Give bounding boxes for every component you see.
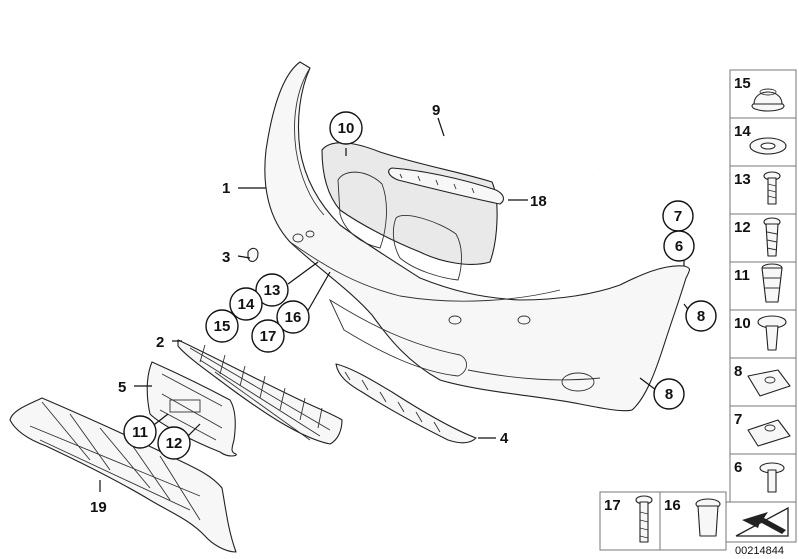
- callout-11: 11: [123, 415, 157, 449]
- svg-text:8: 8: [697, 308, 705, 325]
- long-screw-icon: [635, 495, 653, 543]
- bottom-panel-label: 17: [604, 497, 621, 514]
- callout-5: 5: [118, 379, 126, 396]
- side-panel-label: 15: [734, 75, 751, 92]
- callout-7: 7: [662, 200, 694, 232]
- bottom-panel-label: 16: [664, 497, 681, 514]
- svg-text:17: 17: [260, 328, 277, 345]
- bracket-part: [388, 167, 505, 205]
- svg-text:7: 7: [674, 208, 682, 225]
- grommet-icon: [751, 88, 785, 112]
- callout-12: 12: [157, 426, 191, 460]
- svg-text:13: 13: [264, 282, 281, 299]
- callout-17: 17: [251, 319, 285, 353]
- washer-icon: [749, 137, 787, 155]
- rivet-icon: [757, 315, 787, 351]
- callout-13: 13: [255, 273, 289, 307]
- svg-text:6: 6: [675, 238, 683, 255]
- hardware-bottom-panel: 17 16: [599, 491, 797, 551]
- callout-16: 16: [276, 300, 310, 334]
- bolt-icon: [759, 462, 785, 493]
- screw-icon: [763, 217, 781, 257]
- screw-icon: [763, 171, 781, 205]
- svg-text:8: 8: [665, 386, 673, 403]
- side-panel-label: 10: [734, 315, 751, 332]
- clip-nut-icon: [747, 369, 791, 397]
- clip-nut-icon: [747, 419, 791, 447]
- tow-hook-cover-part: [247, 247, 259, 263]
- callout-8-upper: 8: [685, 300, 717, 332]
- bumper-cover-part: [264, 61, 691, 412]
- callout-6: 6: [663, 230, 695, 262]
- callout-1: 1: [222, 180, 230, 197]
- side-panel-label: 13: [734, 171, 751, 188]
- lower-grille-part: [177, 339, 343, 445]
- callout-9: 9: [432, 102, 440, 119]
- svg-text:10: 10: [338, 120, 355, 137]
- callout-10: 10: [329, 111, 363, 145]
- hardware-side-panel: 15 14 13 12 11 10 8 7 6: [729, 69, 797, 503]
- view-direction-icon: [735, 506, 789, 537]
- side-panel-label: 6: [734, 459, 742, 476]
- callout-8-lower: 8: [653, 378, 685, 410]
- callout-14: 14: [229, 287, 263, 321]
- callout-19: 19: [90, 499, 107, 516]
- svg-text:15: 15: [214, 318, 231, 335]
- side-panel-label: 11: [734, 267, 750, 284]
- sleeve-icon: [695, 498, 721, 537]
- expansion-nut-icon: [761, 263, 783, 303]
- callout-2: 2: [156, 334, 164, 351]
- callout-15: 15: [205, 309, 239, 343]
- seal-strip-part: [315, 7, 601, 169]
- callout-4: 4: [500, 430, 509, 447]
- lower-carrier-part: [9, 397, 237, 553]
- svg-text:16: 16: [285, 309, 302, 326]
- side-panel-label: 7: [734, 411, 742, 428]
- callout-18: 18: [530, 193, 547, 210]
- drawing-reference-number: 00214844: [735, 545, 784, 557]
- callout-3: 3: [222, 249, 230, 266]
- side-panel-label: 12: [734, 219, 751, 236]
- license-plate-bracket-part: [146, 361, 237, 457]
- lower-support-part: [335, 363, 477, 444]
- side-panel-label: 8: [734, 363, 742, 380]
- svg-text:12: 12: [166, 435, 183, 452]
- svg-text:14: 14: [238, 296, 255, 313]
- svg-text:11: 11: [132, 424, 148, 441]
- side-panel-label: 14: [734, 123, 751, 140]
